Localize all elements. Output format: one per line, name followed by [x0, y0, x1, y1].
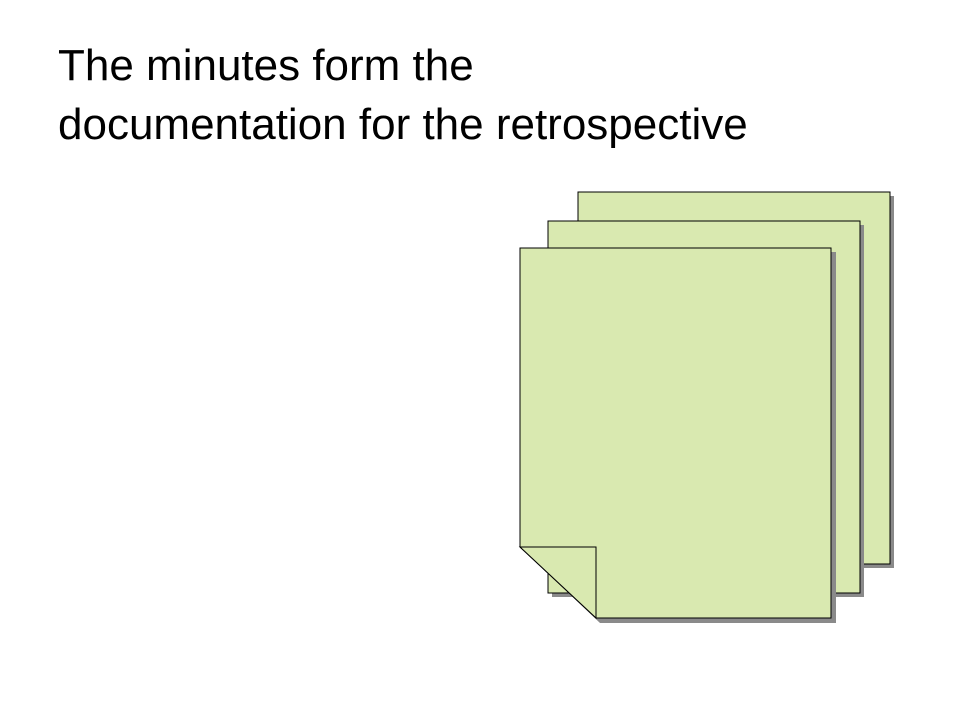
slide-title-line-1: The minutes form the — [58, 41, 474, 90]
slide-title: The minutes form the documentation for t… — [58, 36, 938, 154]
document-page-front — [518, 247, 836, 623]
slide-title-line-2: documentation for the retrospective — [58, 100, 748, 149]
folded-corner — [518, 546, 597, 620]
